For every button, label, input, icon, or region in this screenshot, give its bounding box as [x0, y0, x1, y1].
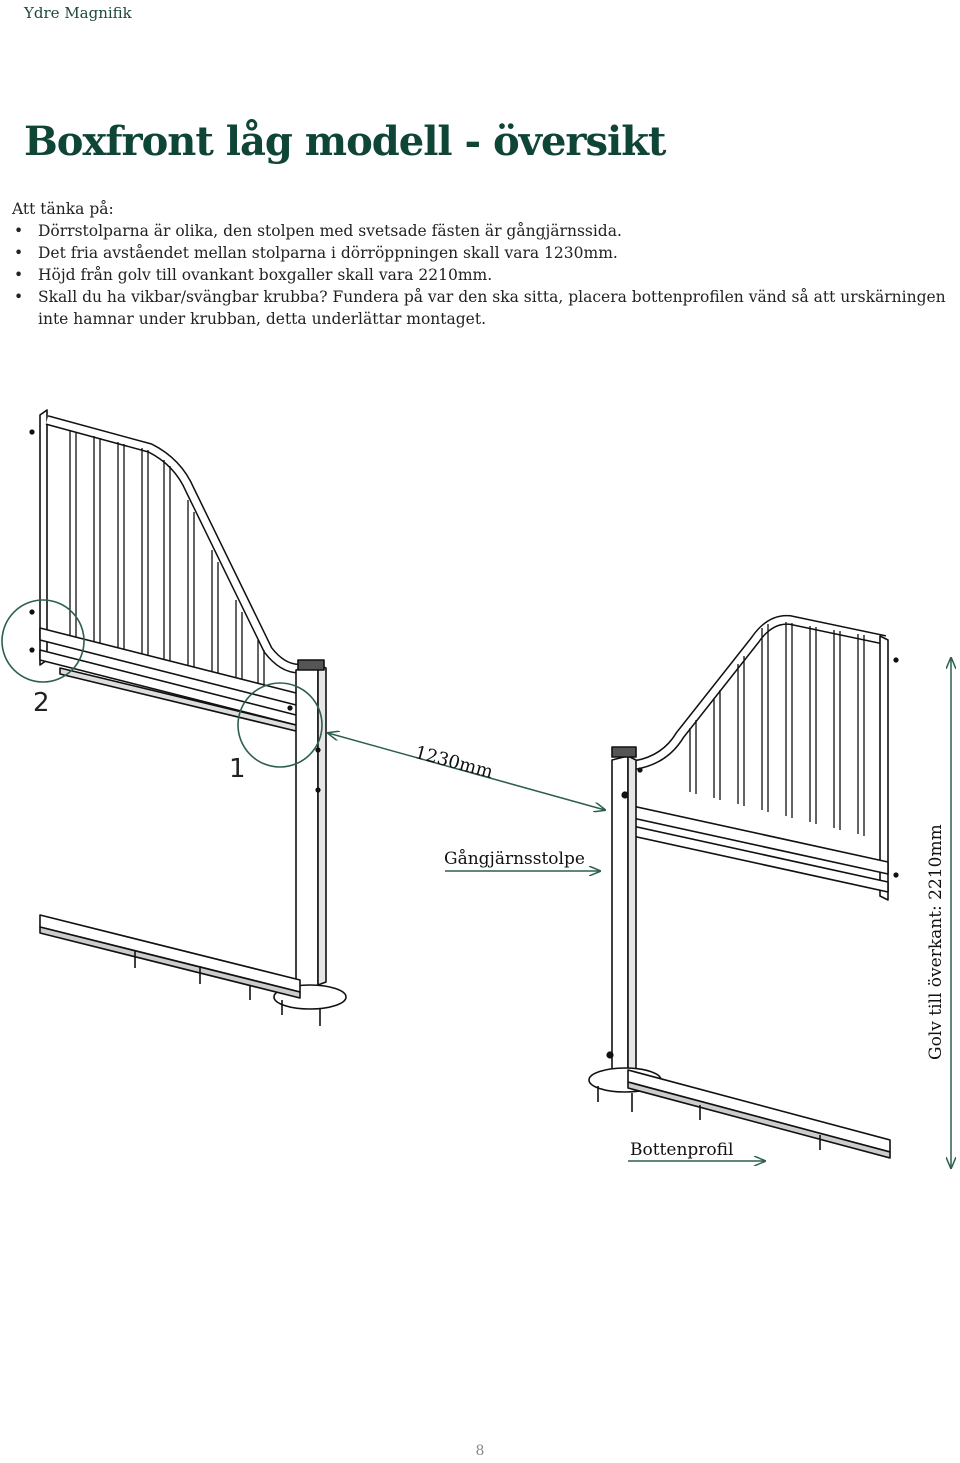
page-number: 8 [475, 1443, 485, 1459]
note-item: Höjd från golv till ovankant boxgaller s… [12, 264, 947, 286]
page-title: Boxfront låg modell - översikt [24, 118, 666, 165]
left-panel [29, 409, 347, 1026]
right-panel [588, 614, 899, 1159]
opening-dimension-arrow [328, 733, 605, 810]
callout-circle-1 [237, 682, 323, 768]
hinge-post-label: Gångjärnsstolpe [444, 849, 585, 869]
callout-circle-2 [1, 599, 85, 683]
callout-number-2: 2 [33, 688, 50, 718]
notes-section: Att tänka på: Dörrstolparna är olika, de… [12, 198, 947, 330]
note-item: Dörrstolparna är olika, den stolpen med … [12, 220, 947, 242]
brand-name: Ydre Magnifik [24, 4, 132, 22]
right-bolts [606, 657, 899, 1059]
left-grille-bars [69, 430, 265, 688]
right-grille-bars [689, 622, 865, 836]
callout-number-1: 1 [229, 754, 246, 784]
notes-list: Dörrstolparna är olika, den stolpen med … [12, 220, 947, 330]
notes-intro: Att tänka på: [12, 200, 114, 218]
height-label: Golv till överkant: 2210mm [926, 824, 946, 1060]
note-item: Det fria avståendet mellan stolparna i d… [12, 242, 947, 264]
note-item: Skall du ha vikbar/svängbar krubba? Fund… [12, 286, 947, 330]
left-bolts [29, 429, 321, 793]
bottom-profile-label: Bottenprofil [630, 1140, 734, 1160]
boxfront-assembly-drawing [1, 409, 960, 1200]
